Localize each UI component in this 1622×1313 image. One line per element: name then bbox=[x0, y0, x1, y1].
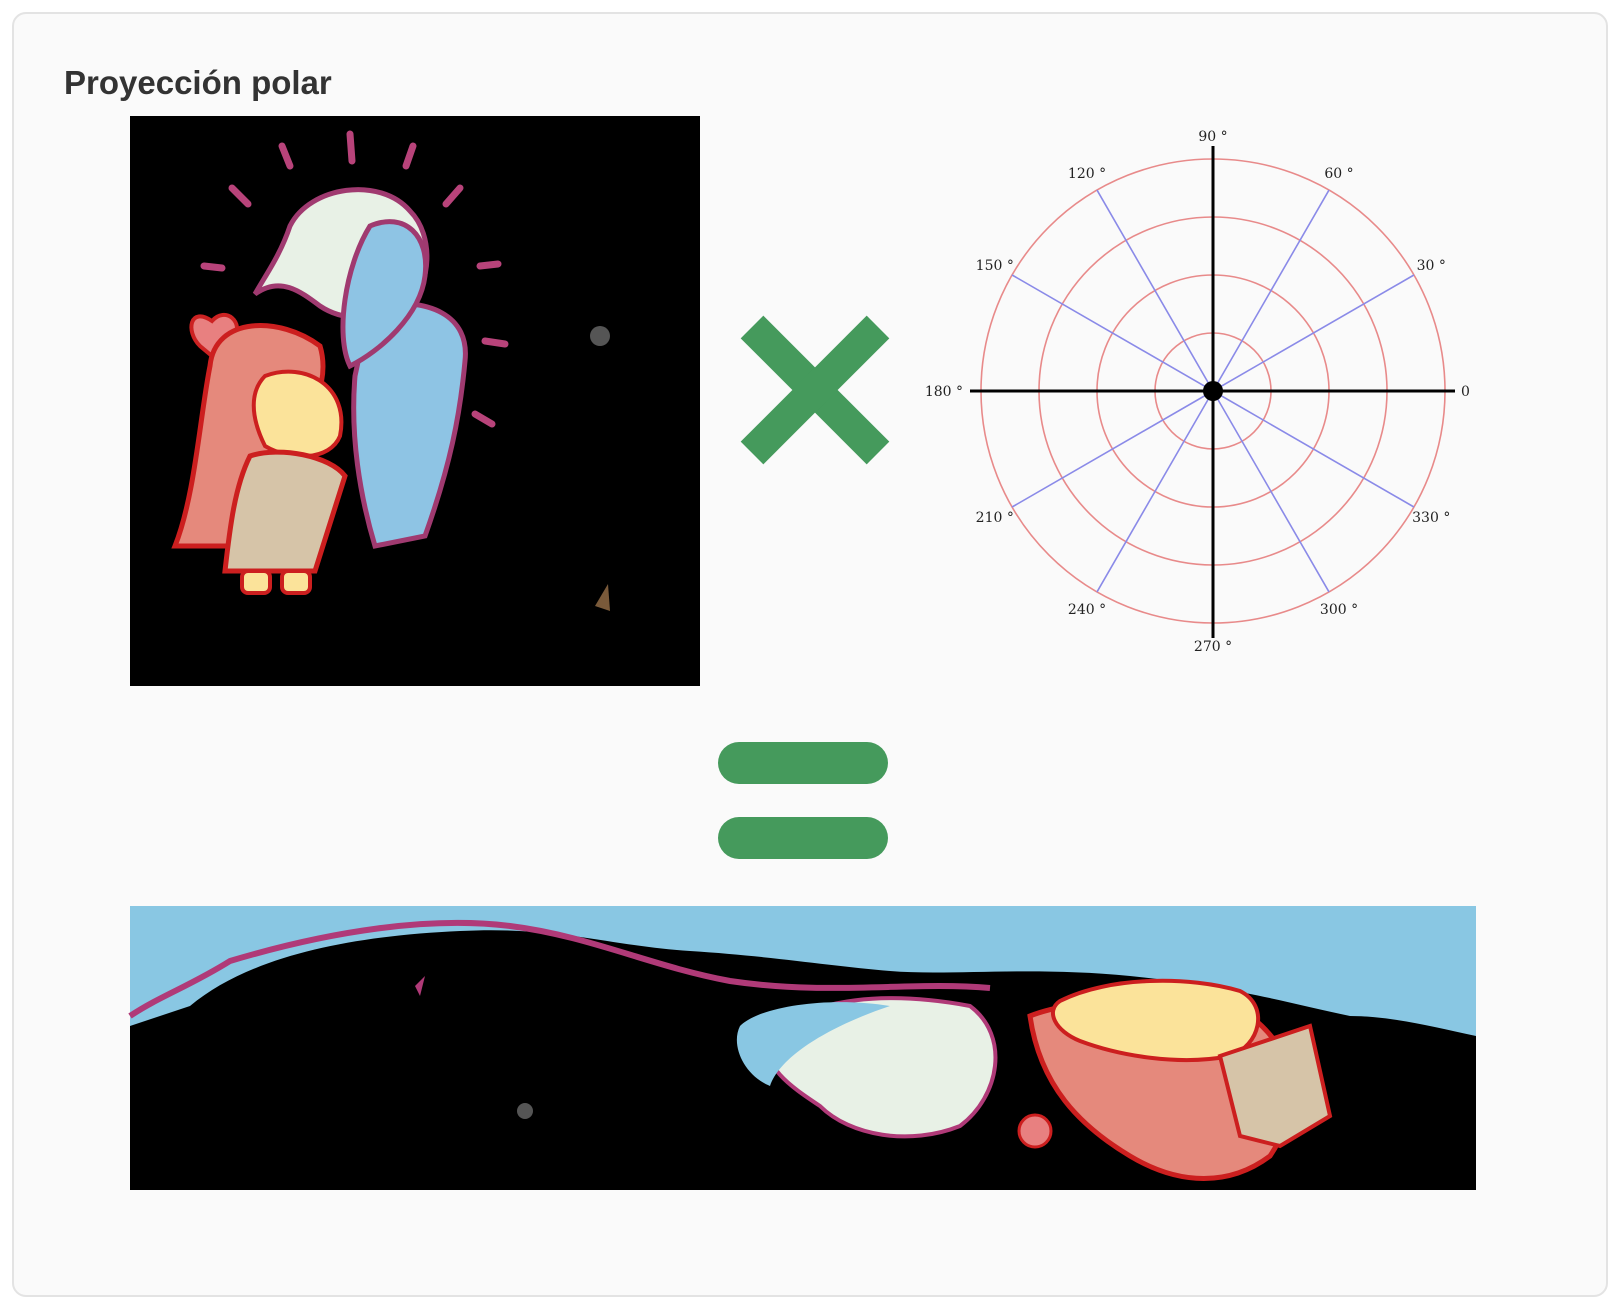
speck bbox=[595, 584, 610, 611]
angle-label: 300 ° bbox=[1320, 602, 1358, 618]
polar-spoke bbox=[1096, 189, 1214, 392]
edge-line bbox=[128, 919, 991, 1019]
polar-spoke bbox=[1011, 274, 1214, 392]
polar-grid-svg: 0 30 ° 60 ° 90 ° 120 ° 150 ° 180 ° 210 ° 240 ° 27… bbox=[925, 129, 1470, 655]
angle-label: 180 ° bbox=[925, 384, 963, 400]
speck bbox=[415, 976, 425, 996]
angle-label: 120 ° bbox=[1068, 166, 1106, 182]
polar-spoke bbox=[1212, 274, 1415, 392]
angle-label: 90 ° bbox=[1198, 129, 1227, 145]
source-illustration-art bbox=[130, 116, 700, 686]
angle-label: 150 ° bbox=[976, 258, 1014, 274]
girl-dress-region bbox=[1217, 1023, 1333, 1149]
polar-projection-result bbox=[128, 906, 1476, 1190]
polar-spoke bbox=[1212, 390, 1330, 593]
card-title: Proyección polar bbox=[64, 64, 332, 101]
angle-label: 210 ° bbox=[976, 510, 1014, 526]
pole-point bbox=[1203, 381, 1223, 401]
polar-spoke bbox=[1096, 390, 1214, 593]
angle-label: 240 ° bbox=[1068, 602, 1106, 618]
angle-label: 60 ° bbox=[1324, 166, 1353, 182]
speck bbox=[517, 1103, 533, 1119]
angle-label: 0 bbox=[1461, 384, 1470, 400]
equals-icon bbox=[718, 742, 888, 862]
angle-label: 270 ° bbox=[1194, 639, 1232, 655]
result-art bbox=[128, 906, 1476, 1190]
angle-label: 330 ° bbox=[1412, 510, 1450, 526]
man-beard bbox=[340, 219, 429, 370]
angle-label: 30 ° bbox=[1417, 258, 1446, 274]
girl-foot-right bbox=[280, 569, 312, 595]
man-robe bbox=[351, 300, 468, 549]
speck bbox=[590, 326, 610, 346]
girl-dress bbox=[222, 449, 348, 574]
polar-spoke bbox=[1011, 390, 1214, 508]
blue-region bbox=[736, 1002, 890, 1086]
times-icon bbox=[740, 315, 890, 465]
girl-foot-left bbox=[240, 569, 272, 595]
polar-grid-diagram: 0 30 ° 60 ° 90 ° 120 ° 150 ° 180 ° 210 ° 240 ° 27… bbox=[925, 116, 1490, 676]
burst-marks bbox=[200, 130, 509, 428]
heart-region bbox=[1017, 1113, 1053, 1149]
polar-spoke bbox=[1212, 189, 1330, 392]
source-illustration bbox=[130, 116, 700, 686]
girl-face bbox=[251, 369, 344, 459]
sky-band bbox=[130, 906, 1476, 1036]
polar-spoke bbox=[1212, 390, 1415, 508]
